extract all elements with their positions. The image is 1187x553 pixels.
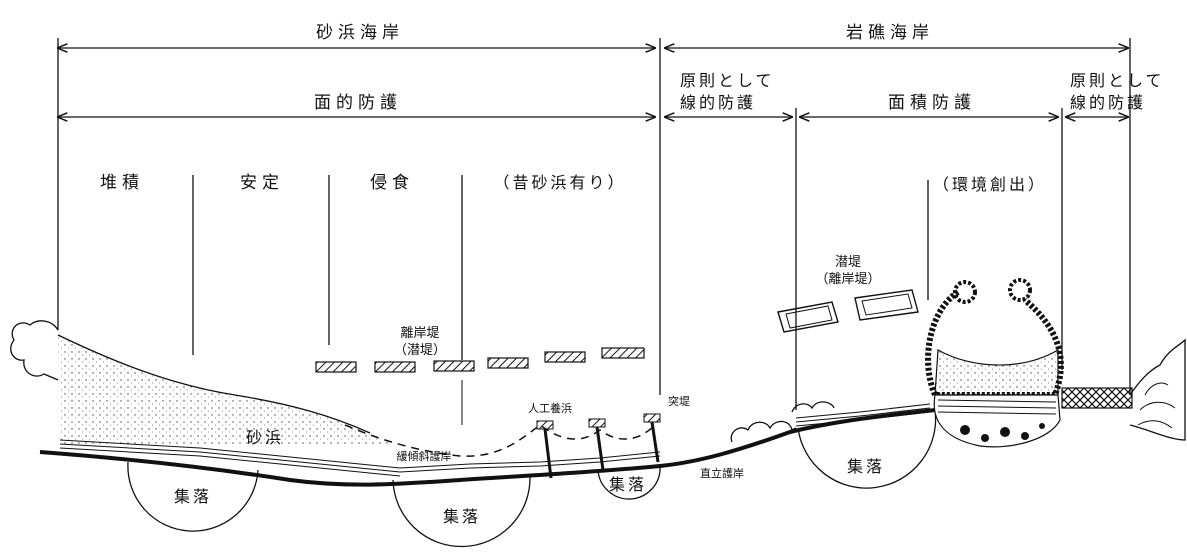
groins <box>536 413 661 479</box>
settlement-4-label: 集落 <box>847 457 885 476</box>
vegetation-1 <box>730 420 797 443</box>
cove-rocks <box>960 423 1045 442</box>
zone-environment-creation: （環境創出） <box>933 175 1047 194</box>
zone-stable: 安定 <box>240 173 284 193</box>
linear-protection-label-1b: 線的防護 <box>680 93 756 112</box>
header-lines <box>58 48 1128 117</box>
settlement-3-label: 集落 <box>609 475 647 494</box>
former-shoreline-dashed <box>344 424 656 457</box>
linear-protection-label-1a: 原則として <box>680 71 775 90</box>
arm-head-left <box>953 280 977 304</box>
right-vegetation <box>1137 382 1176 429</box>
rocky-coast-label: 岩礁海岸 <box>846 23 934 43</box>
zone-former-beach: （昔砂浜有り） <box>493 173 626 192</box>
boundary-lines <box>57 38 1131 425</box>
submerged-breakwater-label-a: 潜堤 <box>835 255 861 270</box>
cove-arms <box>925 289 1064 398</box>
linear-protection-label-2b: 線的防護 <box>1070 93 1146 112</box>
cove-sand <box>934 348 1059 396</box>
right-cliff <box>1129 338 1186 441</box>
left-cliff <box>10 320 59 381</box>
rock-revetment <box>1061 387 1133 409</box>
sandy-coast-label: 砂浜海岸 <box>316 23 404 43</box>
area-protection-2-label: 面積防護 <box>888 93 976 113</box>
settlement-1-outline <box>127 461 259 532</box>
gentle-slope-revetment-label: 緩傾斜護岸 <box>397 449 452 463</box>
sand-beach-label: 砂浜 <box>246 428 284 447</box>
settlement-1-label: 集落 <box>174 487 212 506</box>
settlement-3-outline <box>597 465 661 500</box>
cove-layers <box>937 399 1057 415</box>
linear-protection-label-2a: 原則として <box>1070 71 1165 90</box>
artificial-beach-label: 人工養浜 <box>528 401 572 415</box>
vegetation-2 <box>791 401 835 413</box>
detached-breakwaters <box>315 347 645 373</box>
settlement-2-outline <box>392 475 531 548</box>
area-protection-label: 面的防護 <box>314 93 402 113</box>
arm-head-right <box>1008 278 1032 302</box>
submerged-breakwaters <box>777 289 919 333</box>
sand-beach-surface <box>57 334 371 434</box>
sand-beach-area <box>58 335 395 445</box>
vertical-revetment-label: 直立護岸 <box>700 466 744 480</box>
settlement-2-label: 集落 <box>443 507 481 526</box>
groin-label: 突堤 <box>668 394 690 408</box>
detached-breakwater-label-b: （潜堤） <box>394 343 446 358</box>
zone-erosion: 侵食 <box>370 173 414 193</box>
cove-settlement-area <box>933 394 1061 448</box>
settlement-4-outline <box>797 409 937 489</box>
submerged-breakwater-label-b: （離岸堤） <box>815 272 880 287</box>
zone-deposition: 堆積 <box>100 173 144 193</box>
detached-breakwater-label-a: 離岸堤 <box>400 326 439 341</box>
